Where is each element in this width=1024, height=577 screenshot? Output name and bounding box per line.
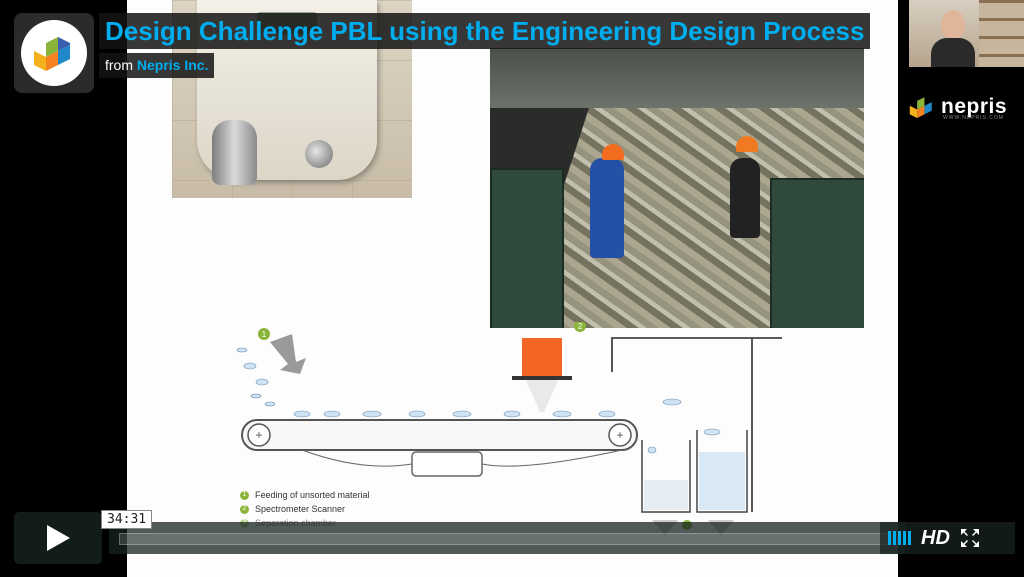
author-link[interactable]: Nepris Inc. — [136, 57, 209, 73]
play-icon — [47, 525, 70, 551]
channel-logo[interactable] — [14, 13, 94, 93]
sorting-diagram: 1 2 + + — [236, 322, 782, 536]
legend-label: Spectrometer Scanner — [255, 504, 346, 514]
brand-name: nepris — [941, 95, 1008, 118]
player-controls: HD — [0, 512, 1024, 567]
recycling-facility-photo — [490, 48, 864, 328]
right-controls: HD — [880, 522, 1015, 554]
legend-item: 2 Spectrometer Scanner — [240, 502, 370, 516]
nepris-brand: nepris WWW.NEPRIS.COM — [903, 87, 1024, 127]
video-title[interactable]: Design Challenge PBL using the Engineeri… — [99, 13, 871, 49]
nepris-logo-icon — [34, 37, 70, 71]
timestamp-badge: 34:31 — [101, 510, 153, 529]
progress-bar[interactable] — [109, 522, 905, 554]
step-1-badge: 1 — [262, 330, 267, 339]
hd-button[interactable]: HD — [921, 526, 950, 549]
progress-track[interactable] — [119, 533, 891, 545]
volume-icon[interactable] — [888, 531, 911, 545]
video-frame[interactable]: 1 2 + + — [127, 0, 898, 577]
presenter-webcam — [909, 0, 1024, 67]
step-2-badge: 2 — [578, 322, 583, 331]
brand-url: WWW.NEPRIS.COM — [943, 115, 1004, 121]
legend-label: Feeding of unsorted material — [255, 490, 370, 500]
byline-prefix: from — [105, 57, 133, 73]
svg-text:+: + — [255, 428, 262, 442]
video-byline: from Nepris Inc. — [99, 53, 215, 78]
fullscreen-icon[interactable] — [960, 528, 980, 548]
legend-item: 1 Feeding of unsorted material — [240, 488, 370, 502]
nepris-mark-icon — [909, 97, 932, 118]
svg-text:+: + — [616, 428, 623, 442]
play-button[interactable] — [14, 512, 102, 564]
